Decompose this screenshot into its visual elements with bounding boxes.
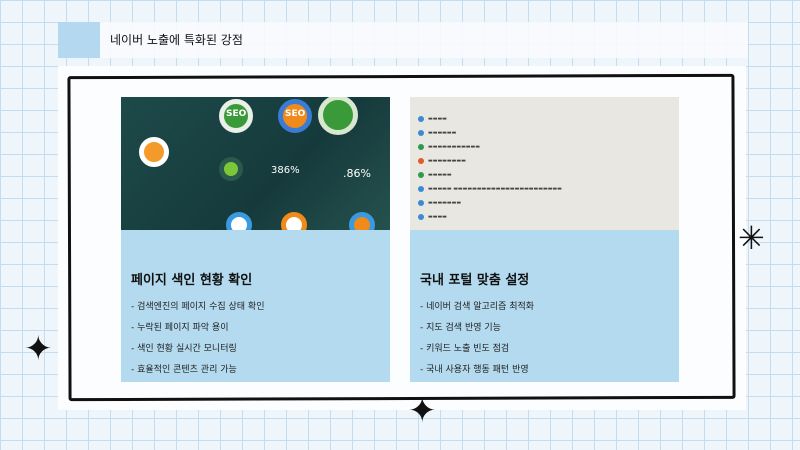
image-label: SEO xyxy=(226,109,247,119)
card-title: 페이지 색인 현황 확인 xyxy=(131,273,253,288)
card-portal-settings: ▬▬▬▬ ▬▬▬▬▬▬ ▬▬▬▬▬▬▬▬▬▬▬ ▬▬▬▬▬▬▬▬ ▬▬▬▬▬ ▬… xyxy=(410,97,679,382)
sparkle-icon: ✦ xyxy=(24,329,53,369)
settings-screenshot-image: ▬▬▬▬ ▬▬▬▬▬▬ ▬▬▬▬▬▬▬▬▬▬▬ ▬▬▬▬▬▬▬▬ ▬▬▬▬▬ ▬… xyxy=(410,97,679,230)
card-page-index: SEO SEO 386% .86% 페이지 색인 현황 확인 - 검색엔진의 페… xyxy=(121,97,390,382)
card-list: - 검색엔진의 페이지 수집 상태 확인 - 누락된 페이지 파악 용이 - 색… xyxy=(131,299,264,383)
list-item: - 키워드 노출 빈도 점검 xyxy=(420,344,510,354)
seo-dashboard-image: SEO SEO 386% .86% xyxy=(121,97,390,230)
list-item: - 국내 사용자 행동 패턴 반영 xyxy=(420,365,529,375)
list-item: - 누락된 페이지 파악 용이 xyxy=(131,323,229,333)
list-item: - 효율적인 콘텐츠 관리 가능 xyxy=(131,365,237,375)
list-item: - 검색엔진의 페이지 수집 상태 확인 xyxy=(131,302,265,312)
card-list: - 네이버 검색 알고리즘 최적화 - 지도 검색 반영 기능 - 키워드 노출… xyxy=(420,299,534,383)
card-title: 국내 포털 맞춤 설정 xyxy=(420,273,530,288)
image-label: 386% xyxy=(271,165,300,176)
image-label: SEO xyxy=(285,109,306,119)
list-item: - 지도 검색 반영 기능 xyxy=(420,323,501,333)
header-accent-square xyxy=(58,22,100,58)
slide-title: 네이버 노출에 특화된 강점 xyxy=(110,33,243,47)
image-label: .86% xyxy=(343,167,371,180)
asterisk-icon: ✳ xyxy=(738,219,765,257)
slide-header: 네이버 노출에 특화된 강점 xyxy=(58,22,748,58)
list-item: - 색인 현황 실시간 모니터링 xyxy=(131,344,237,354)
list-item: - 네이버 검색 알고리즘 최적화 xyxy=(420,302,535,312)
sparkle-icon: ✦ xyxy=(408,391,437,431)
